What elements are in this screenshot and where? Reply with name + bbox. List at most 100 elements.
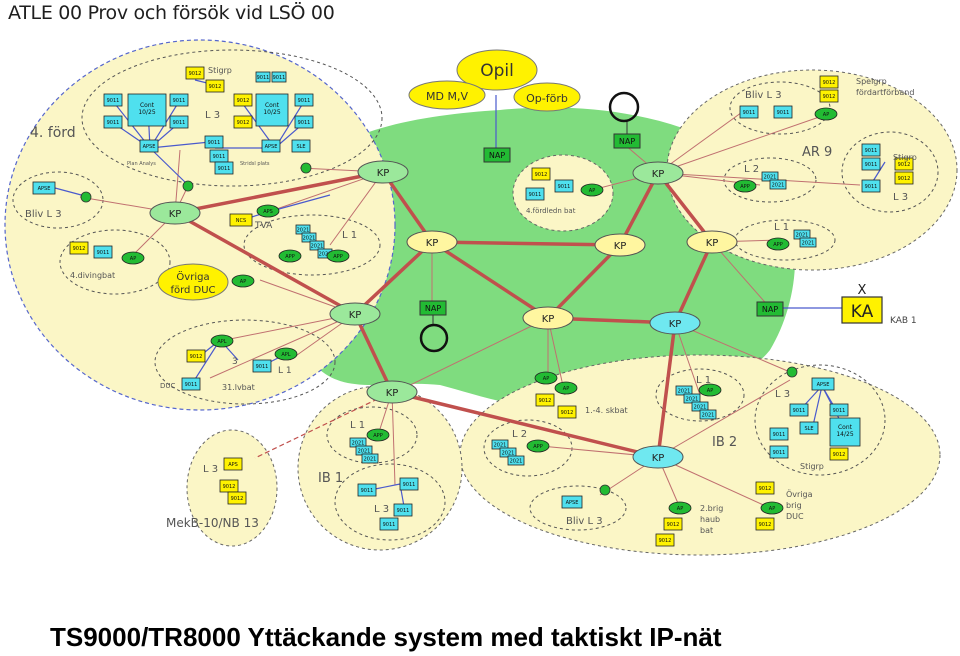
device-2021[interactable]: 2021	[507, 455, 525, 466]
device-9011[interactable]: 9011	[829, 403, 849, 417]
device-9011[interactable]: 9011	[379, 517, 399, 531]
device-9012[interactable]: 9012	[655, 533, 675, 547]
device-9011[interactable]: 9011	[294, 115, 314, 129]
device-9011[interactable]: 9011	[169, 93, 189, 107]
device-9011[interactable]: 9011	[554, 179, 574, 193]
device-9011[interactable]: 9011	[181, 377, 201, 391]
device-9012[interactable]: 9012	[186, 349, 206, 363]
app-node[interactable]: APP	[733, 179, 757, 193]
ap-node[interactable]: AP	[668, 501, 692, 515]
ap-node[interactable]: APL	[274, 347, 298, 361]
device-9012[interactable]: 9012	[819, 75, 839, 89]
ncs-device[interactable]: NCS	[229, 213, 253, 227]
kp-node[interactable]: KP	[329, 302, 381, 326]
device-9012[interactable]: 9012	[531, 167, 551, 181]
device-9011[interactable]: 9011	[169, 115, 189, 129]
kp-node[interactable]: KP	[649, 311, 701, 335]
kp-node[interactable]: KP	[594, 233, 646, 257]
device-9011[interactable]: 9011	[399, 477, 419, 491]
device-9012[interactable]: 9012	[69, 241, 89, 255]
kp-node[interactable]: KP	[632, 445, 684, 469]
app-node[interactable]: APP	[278, 249, 302, 263]
device-9011[interactable]: 9011	[861, 143, 881, 157]
device-9011[interactable]: 9011	[209, 149, 229, 163]
kp-node[interactable]: KP	[366, 380, 418, 404]
device-9011[interactable]: 9011	[393, 503, 413, 517]
nap-opil[interactable]: NAP	[483, 147, 511, 163]
device-9012[interactable]: 9012	[663, 517, 683, 531]
opil-node[interactable]	[456, 49, 538, 91]
device-9012[interactable]: 9012	[557, 405, 577, 419]
nap-center[interactable]: NAP	[419, 300, 447, 316]
device-9011[interactable]: 9011	[769, 445, 789, 459]
opil-right-node[interactable]	[513, 82, 581, 112]
nap-ka[interactable]: NAP	[756, 301, 784, 317]
opil-left-node[interactable]	[408, 80, 486, 110]
device-9012[interactable]: 9012	[185, 66, 205, 80]
device-9011[interactable]: 9011	[789, 403, 809, 417]
device-9011[interactable]: 9011	[252, 359, 272, 373]
kp-node[interactable]: KP	[686, 230, 738, 254]
device-9011[interactable]: 9011	[357, 483, 377, 497]
kp-node[interactable]: KP	[406, 230, 458, 254]
open-port-top[interactable]	[608, 91, 640, 123]
ap-node[interactable]: AP	[554, 381, 578, 395]
device-9011[interactable]: 9011	[103, 93, 123, 107]
device-2021[interactable]: 2021	[699, 409, 717, 420]
device-9011[interactable]: 9011	[773, 105, 793, 119]
device-9011[interactable]: 9011	[861, 179, 881, 193]
nap-top[interactable]: NAP	[613, 133, 641, 149]
ap-node[interactable]: APL	[210, 334, 234, 348]
device-9012[interactable]: 9012	[894, 157, 914, 171]
ap-node[interactable]: AP	[760, 501, 784, 515]
device-9011[interactable]: 9011	[739, 105, 759, 119]
ap-node[interactable]: AP	[231, 274, 255, 288]
device-9011[interactable]: 9011	[103, 115, 123, 129]
device-9011[interactable]: 9011	[861, 157, 881, 171]
aps-device[interactable]: APS	[223, 457, 243, 471]
device-9012[interactable]: 9012	[755, 517, 775, 531]
device-2021[interactable]: 2021	[361, 453, 379, 464]
ap-node[interactable]: AP	[121, 251, 145, 265]
device-9011[interactable]: 9011	[214, 161, 234, 175]
device-9011[interactable]: 9011	[769, 427, 789, 441]
kp-node[interactable]: KP	[357, 160, 409, 184]
app-node[interactable]: APP	[766, 237, 790, 251]
sle-device[interactable]: SLE	[799, 421, 819, 435]
device-9012[interactable]: 9012	[829, 447, 849, 461]
device-9012[interactable]: 9012	[233, 93, 253, 107]
apse-device[interactable]: APSE	[32, 181, 56, 195]
device-9012[interactable]: 9012	[227, 491, 247, 505]
device-9012[interactable]: 9012	[535, 393, 555, 407]
ap-node[interactable]: APS	[256, 204, 280, 218]
device-2021[interactable]: 2021	[799, 237, 817, 248]
app-node[interactable]: APP	[526, 439, 550, 453]
ap-node[interactable]: AP	[698, 383, 722, 397]
kp-node[interactable]: KP	[149, 201, 201, 225]
ap-node[interactable]: AP	[814, 107, 838, 121]
device-9012[interactable]: 9012	[219, 479, 239, 493]
device-9011[interactable]: 9011	[204, 135, 224, 149]
app-node[interactable]: APP	[366, 428, 390, 442]
device-2021[interactable]: 2021	[769, 179, 787, 190]
sle-device[interactable]: SLE	[291, 139, 311, 153]
device-9011[interactable]: 9011	[93, 245, 113, 259]
apse-device[interactable]: APSE	[811, 377, 835, 391]
apse-device[interactable]: APSE	[561, 495, 583, 509]
apse-device[interactable]: APSE	[261, 139, 281, 153]
device-9011[interactable]: 9011	[294, 93, 314, 107]
device-9012[interactable]: 9012	[233, 115, 253, 129]
ap-node[interactable]: AP	[534, 371, 558, 385]
app-node[interactable]: APP	[326, 249, 350, 263]
ap-node[interactable]: AP	[580, 183, 604, 197]
device-9011[interactable]: 9011	[525, 187, 545, 201]
device-2021[interactable]: 2021	[301, 232, 317, 243]
kp-node[interactable]: KP	[632, 161, 684, 185]
ovriga-ford-node[interactable]	[157, 263, 229, 301]
kp-node[interactable]: KP	[522, 306, 574, 330]
ka-box[interactable]	[841, 296, 883, 324]
device-9012[interactable]: 9012	[205, 79, 225, 93]
